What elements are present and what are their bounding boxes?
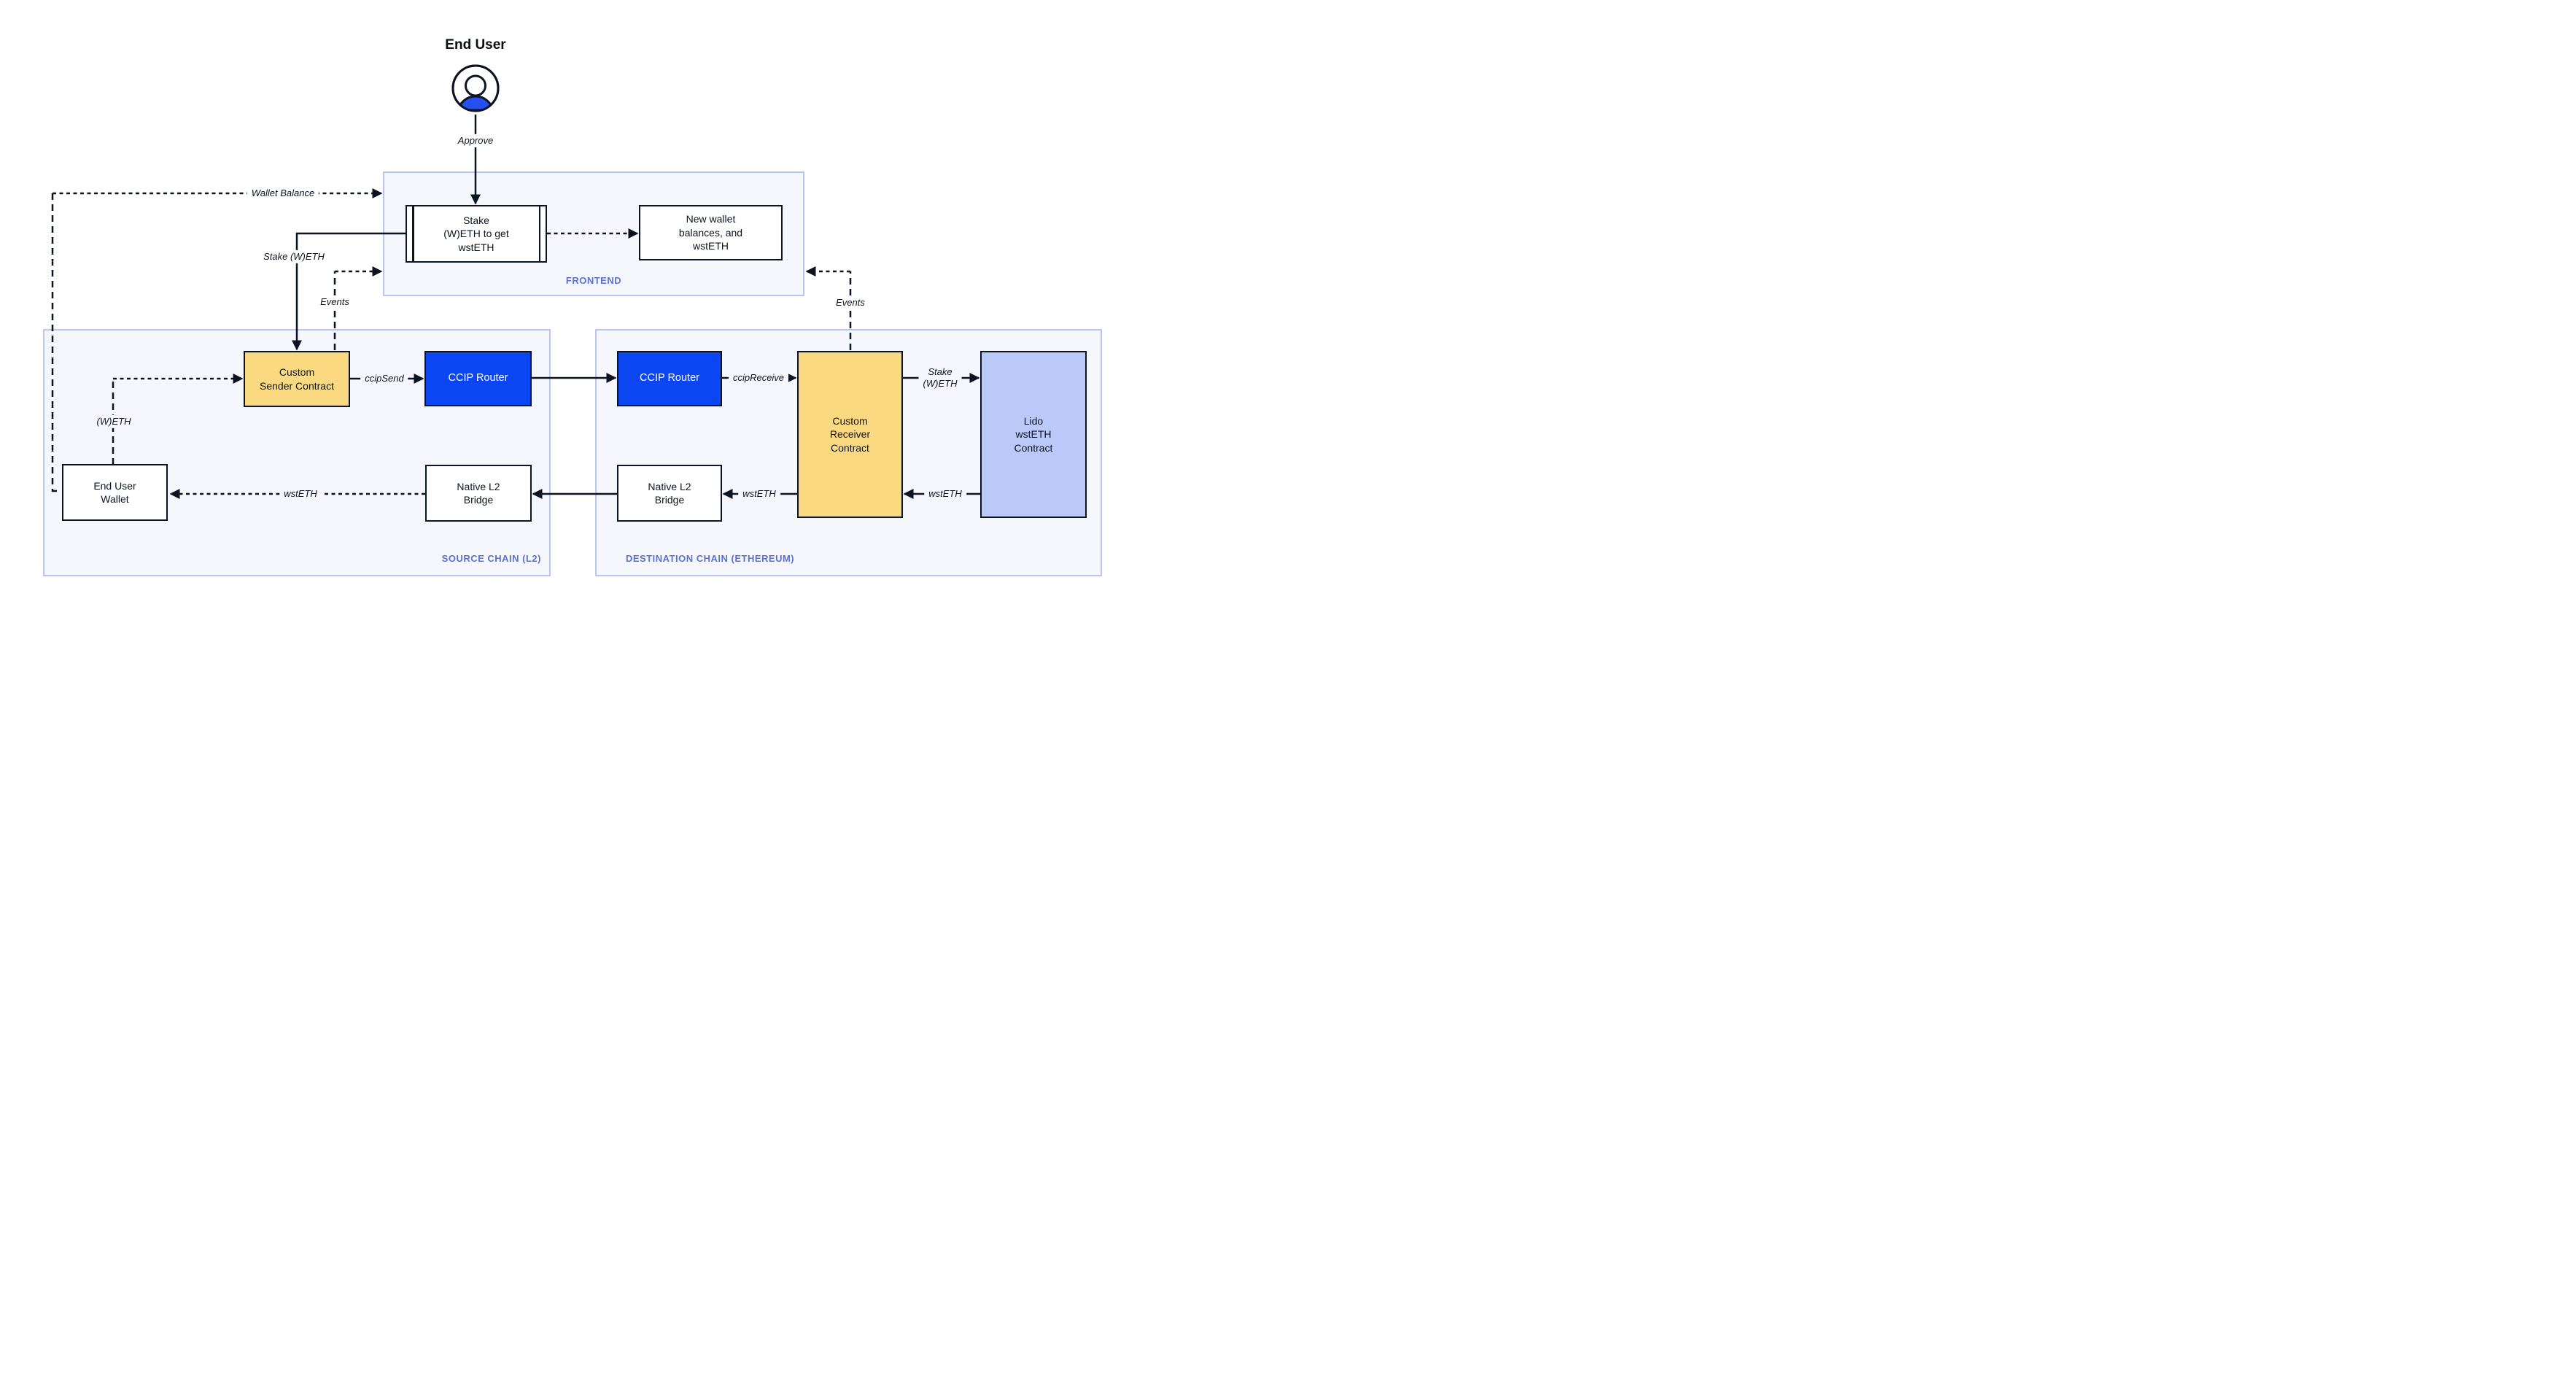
wsteth-to-wallet-label: wstETH (279, 487, 322, 501)
end-user-wallet-box: End User Wallet (62, 464, 168, 521)
edge-wallet-balance-drop (51, 193, 61, 492)
native-bridge-source-box: Native L2 Bridge (425, 465, 532, 522)
ccip-router-destination-box: CCIP Router (617, 351, 722, 406)
subroutine-edge-right (538, 206, 540, 261)
end-user-icon (451, 64, 500, 112)
custom-sender-label: Custom Sender Contract (260, 366, 334, 392)
subroutine-edge-left (412, 206, 414, 261)
end-user-wallet-label: End User Wallet (93, 479, 136, 505)
approve-label: Approve (453, 134, 498, 148)
end-user-title: End User (445, 37, 506, 53)
new-wallet-box: New wallet balances, and wstETH (639, 205, 783, 260)
ccipsend-label: ccipSend (360, 371, 408, 386)
native-bridge-destination-label: Native L2 Bridge (648, 480, 691, 506)
ccip-router-source-box: CCIP Router (424, 351, 532, 406)
ccip-router-source-label: CCIP Router (448, 372, 508, 384)
events-left-label: Events (316, 295, 354, 309)
native-bridge-destination-box: Native L2 Bridge (617, 465, 722, 522)
edge-stake-weth-elbow (292, 232, 406, 351)
stake-box: Stake (W)ETH to get wstETH (406, 205, 547, 263)
ccipreceive-label: ccipReceive (728, 371, 789, 385)
stake-weth-label: Stake (W)ETH (259, 250, 329, 264)
weth-label: (W)ETH (92, 414, 136, 429)
events-right-label: Events (831, 295, 869, 310)
wallet-balance-label: Wallet Balance (247, 186, 319, 201)
stake-box-label: Stake (W)ETH to get wstETH (443, 214, 509, 253)
diagram-canvas: FRONTEND SOURCE CHAIN (L2) DESTINATION C… (0, 0, 1144, 622)
custom-sender-box: Custom Sender Contract (244, 351, 350, 407)
stake-weth-right-label: Stake (W)ETH (918, 365, 962, 391)
native-bridge-source-label: Native L2 Bridge (457, 480, 500, 506)
custom-receiver-box: Custom Receiver Contract (797, 351, 903, 518)
frontend-label: FRONTEND (565, 275, 622, 286)
custom-receiver-label: Custom Receiver Contract (829, 414, 871, 454)
wsteth-to-bridge-label: wstETH (738, 487, 780, 501)
lido-wsteth-contract-label: Lido wstETH Contract (1014, 414, 1053, 454)
lido-wsteth-contract-box: Lido wstETH Contract (980, 351, 1087, 518)
connector-layer (51, 115, 980, 499)
ccip-router-destination-label: CCIP Router (640, 372, 699, 384)
wsteth-from-lido-label: wstETH (924, 487, 966, 501)
destination-chain-label: DESTINATION CHAIN (ETHEREUM) (626, 553, 795, 564)
source-chain-label: SOURCE CHAIN (L2) (441, 553, 541, 564)
new-wallet-box-label: New wallet balances, and wstETH (678, 213, 743, 252)
